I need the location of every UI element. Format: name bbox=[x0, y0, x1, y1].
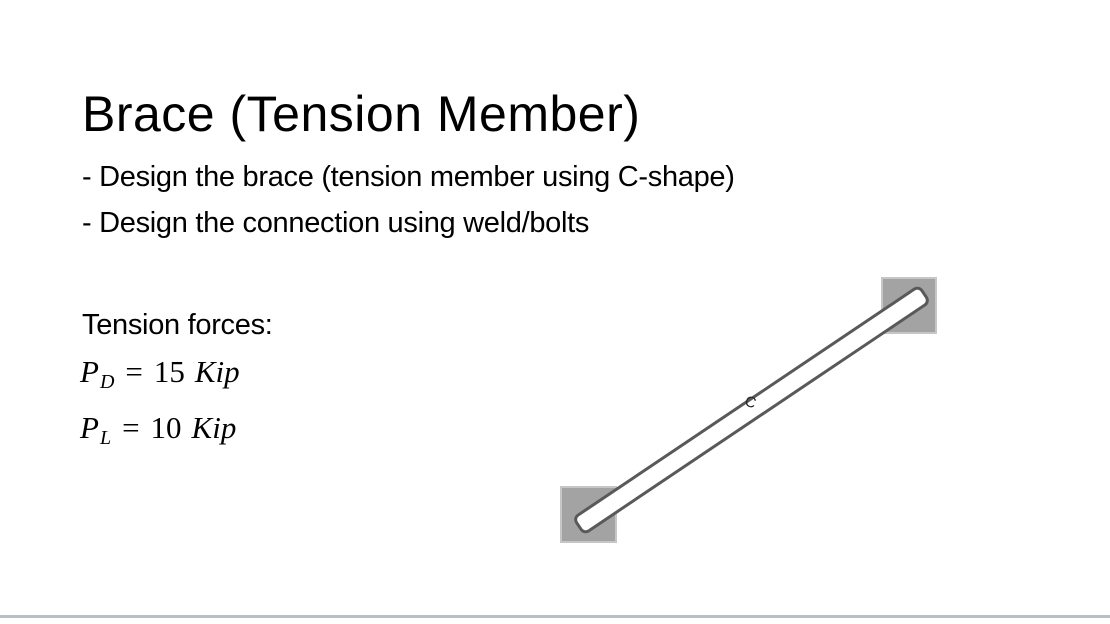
bullet-item-brace: - Design the brace (tension member using… bbox=[82, 161, 735, 193]
force-value: 10 bbox=[150, 410, 182, 445]
force-value: 15 bbox=[153, 354, 185, 389]
tension-forces-heading: Tension forces: bbox=[82, 309, 273, 341]
force-subscript: L bbox=[99, 427, 112, 449]
force-subscript: D bbox=[99, 371, 115, 393]
force-symbol: P bbox=[80, 410, 99, 445]
equals-sign: = bbox=[125, 354, 143, 389]
slide-title: Brace (Tension Member) bbox=[82, 85, 641, 142]
bullet-list: - Design the brace (tension member using… bbox=[82, 154, 735, 246]
force-unit: Kip bbox=[194, 354, 240, 389]
bottom-rule bbox=[0, 615, 1110, 618]
equation-live-load: PL = 10 Kip bbox=[80, 405, 240, 461]
equals-sign: = bbox=[122, 410, 140, 445]
force-symbol: P bbox=[80, 354, 99, 389]
force-unit: Kip bbox=[191, 410, 237, 445]
bullet-item-connection: - Design the connection using weld/bolts bbox=[82, 207, 590, 239]
equation-dead-load: PD = 15 Kip bbox=[80, 349, 240, 405]
